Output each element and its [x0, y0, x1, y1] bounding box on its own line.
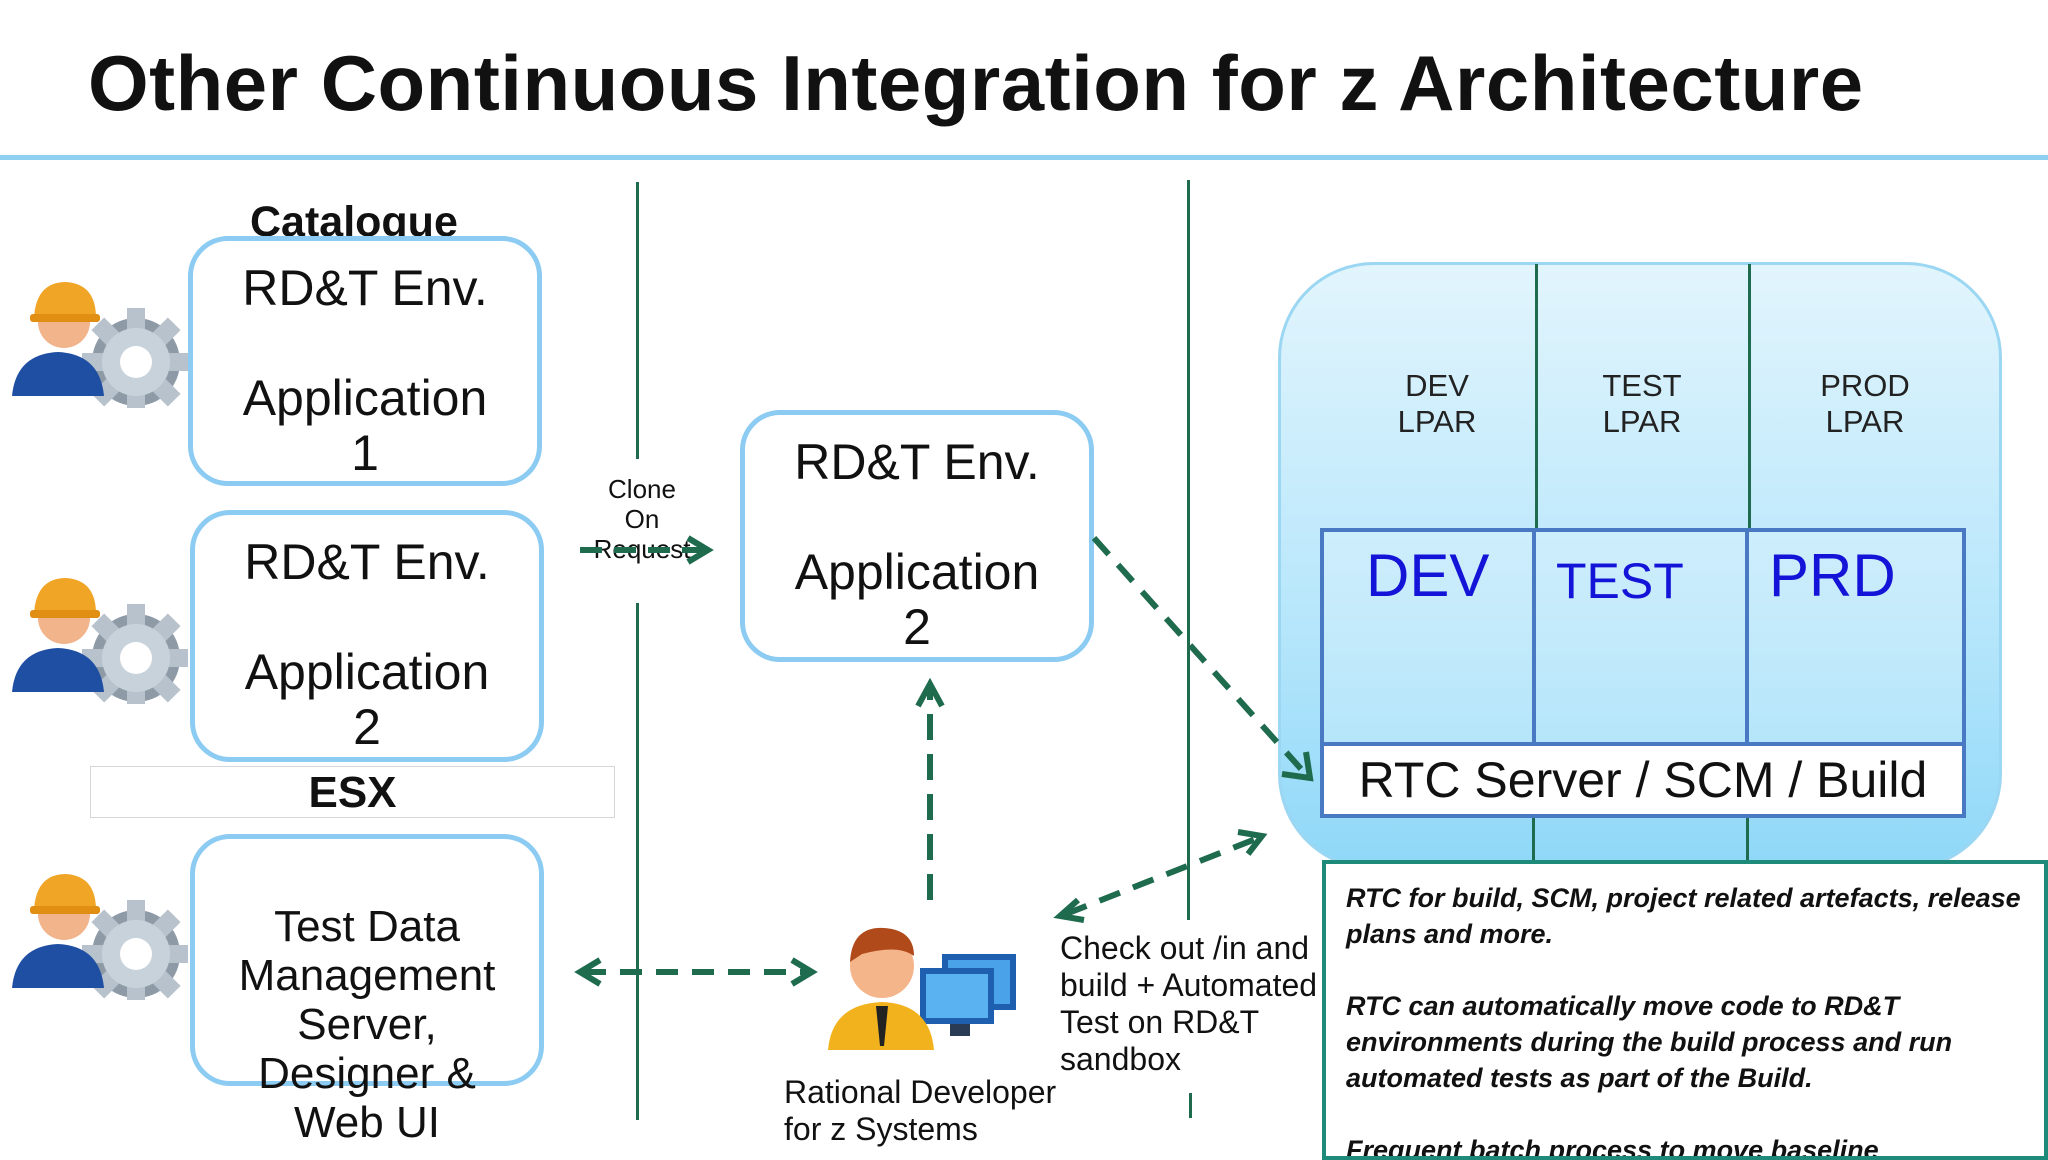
- note-paragraph: RTC can automatically move code to RD&T …: [1346, 991, 1953, 1093]
- tdm-line: Server,: [297, 1000, 437, 1049]
- app2-env-box-left: RD&T Env. Application 2: [190, 510, 544, 762]
- box-app-number: 2: [903, 599, 931, 655]
- tdm-line: Designer &: [258, 1049, 476, 1098]
- clone-arrowhead: [686, 535, 714, 565]
- checkout-line: Test on RD&T: [1060, 1004, 1260, 1040]
- column-divider-1-bottom: [636, 603, 639, 1120]
- tdm-line: Test Data: [274, 902, 460, 951]
- rtc-server-bar: RTC Server / SCM / Build: [1320, 746, 1966, 818]
- box-env-label: RD&T Env.: [794, 434, 1040, 490]
- lpar-divider: [1748, 264, 1751, 530]
- tdm-line: Management: [238, 951, 496, 1000]
- developer-arrowhead: [790, 957, 818, 987]
- lpar-line: PROD: [1820, 368, 1910, 403]
- clone-on-request-label: Clone On Request: [590, 474, 694, 564]
- rational-developer-label: Rational Developer for z Systems: [784, 1074, 1056, 1148]
- tdm-arrowhead: [574, 957, 602, 987]
- test-data-management-box: [190, 834, 544, 1086]
- center-to-rtc-arrow: [1091, 535, 1305, 773]
- developer-line: Rational Developer: [784, 1074, 1057, 1110]
- lpar-label-test: TEST LPAR: [1540, 368, 1744, 440]
- lpar-label-dev: DEV LPAR: [1340, 368, 1534, 440]
- developer-rtc-arrow: [1064, 835, 1260, 917]
- checkout-line: build + Automated: [1060, 967, 1318, 1003]
- note-paragraph: RTC for build, SCM, project related arte…: [1346, 883, 2021, 949]
- lpar-divider: [1746, 818, 1749, 862]
- column-divider-2: [1187, 180, 1190, 920]
- developer-to-center-arrowhead: [915, 677, 945, 708]
- env-dev: DEV: [1324, 532, 1536, 742]
- clone-line: Request: [593, 534, 691, 564]
- tdm-line: Web UI: [294, 1098, 440, 1147]
- center-to-rtc-arrowhead: [1281, 751, 1314, 782]
- box-env-label: RD&T Env.: [244, 534, 490, 590]
- box-env-label: RD&T Env.: [242, 260, 488, 316]
- lpar-divider: [1532, 818, 1535, 862]
- column-divider-1-top: [636, 182, 639, 459]
- app2-env-box-center: RD&T Env. Application 2: [740, 410, 1094, 662]
- worker-gear-icon: [12, 578, 188, 704]
- lpar-divider: [1535, 264, 1538, 530]
- title-divider: [0, 155, 2048, 160]
- checkout-line: Check out /in and: [1060, 930, 1310, 966]
- checkout-build-label: Check out /in and build + Automated Test…: [1060, 930, 1317, 1078]
- rtc-notes-box: RTC for build, SCM, project related arte…: [1322, 860, 2048, 1160]
- box-app-label: Application: [794, 544, 1040, 600]
- esx-label: ESX: [90, 766, 615, 818]
- worker-gear-icon: [12, 874, 188, 1000]
- page-title: Other Continuous Integration for z Archi…: [88, 39, 1864, 127]
- lpar-line: DEV: [1405, 368, 1469, 403]
- lpar-line: LPAR: [1602, 404, 1682, 439]
- environment-grid: DEV TEST PRD: [1320, 528, 1966, 746]
- box-app-label: Application: [244, 644, 490, 700]
- box-app-label: Application: [242, 370, 488, 426]
- clone-line: Clone: [608, 474, 676, 504]
- note-paragraph: Frequent batch process to move baseline: [1346, 1135, 1879, 1160]
- env-prd: PRD: [1769, 542, 1896, 609]
- env-test: TEST: [1536, 532, 1749, 742]
- test-data-management-text: Test Data Management Server, Designer & …: [190, 902, 544, 1147]
- lpar-line: TEST: [1602, 368, 1682, 403]
- checkout-line: sandbox: [1060, 1041, 1181, 1077]
- column-divider-2-stub: [1189, 1093, 1192, 1118]
- developer-workstation-icon: [828, 927, 1016, 1050]
- clone-line: On: [624, 504, 660, 534]
- box-app-number: 1: [351, 425, 379, 481]
- developer-line: for z Systems: [784, 1111, 978, 1147]
- developer-end-arrowhead: [1053, 897, 1085, 923]
- lpar-line: LPAR: [1397, 404, 1477, 439]
- lpar-line: LPAR: [1825, 404, 1905, 439]
- rtc-end-arrowhead: [1237, 829, 1268, 856]
- box-app-number: 2: [353, 699, 381, 755]
- worker-gear-icon: [12, 282, 188, 408]
- lpar-label-prod: PROD LPAR: [1754, 368, 1976, 440]
- app1-env-box: RD&T Env. Application 1: [188, 236, 542, 486]
